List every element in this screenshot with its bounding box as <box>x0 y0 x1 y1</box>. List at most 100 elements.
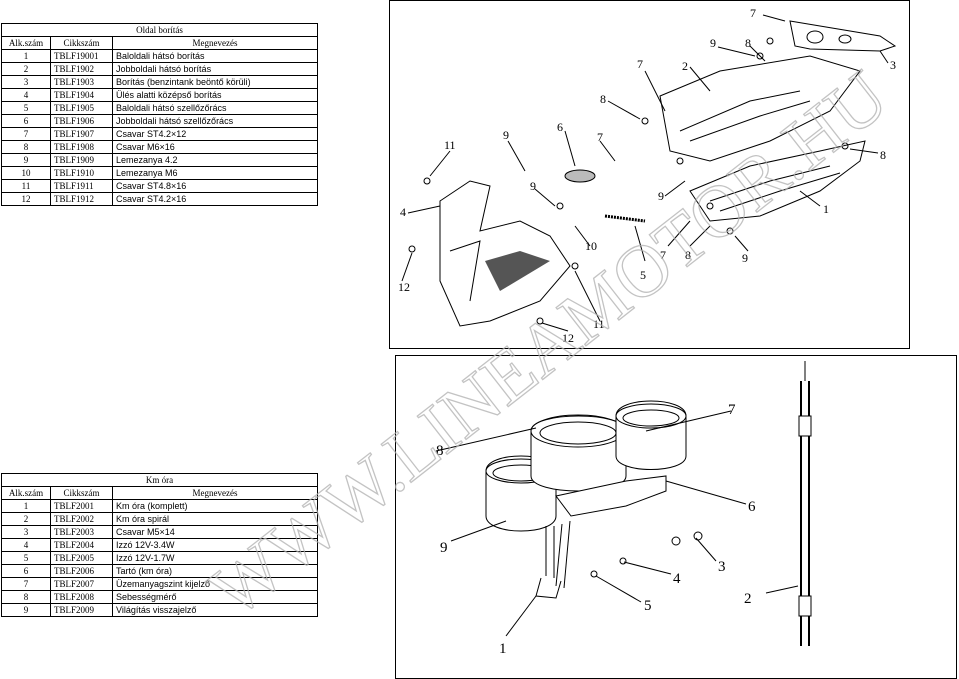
part-code: TBLF19001 <box>50 49 113 63</box>
callout-12: 12 <box>398 280 410 294</box>
part-code: TBLF2009 <box>50 603 113 617</box>
callout-9: 9 <box>710 36 716 50</box>
part-number: 6 <box>1 114 51 128</box>
part-number: 6 <box>1 564 51 578</box>
part-code: TBLF2004 <box>50 538 113 552</box>
table-title: Km óra <box>1 473 318 487</box>
part-number: 9 <box>1 603 51 617</box>
part-code: TBLF2001 <box>50 499 113 513</box>
part-name: Baloldali hátsó borítás <box>112 49 318 63</box>
part-code: TBLF1903 <box>50 75 113 89</box>
callout-3: 3 <box>890 58 896 72</box>
part-name: Csavar ST4.8×16 <box>112 179 318 193</box>
part-name: Üzemanyagszint kijelző <box>112 577 318 591</box>
col-header-num: Alk.szám <box>1 36 51 50</box>
part-name: Izzó 12V-3.4W <box>112 538 318 552</box>
part-number: 10 <box>1 166 51 180</box>
part-name: Lemezanya M6 <box>112 166 318 180</box>
part-name: Borítás (benzintank beöntő körüli) <box>112 75 318 89</box>
callout-2: 2 <box>744 591 752 607</box>
callout-8: 8 <box>745 36 751 50</box>
col-header-code: Cikkszám <box>50 36 113 50</box>
part-number: 3 <box>1 75 51 89</box>
part-name: Jobboldali hátsó szellőzőrács <box>112 114 318 128</box>
part-name: Izzó 12V-1.7W <box>112 551 318 565</box>
part-code: TBLF1908 <box>50 140 113 154</box>
callout-4: 4 <box>400 205 406 219</box>
callout-1: 1 <box>499 641 507 657</box>
callout-5: 5 <box>640 268 646 282</box>
part-number: 11 <box>1 179 51 193</box>
callout-7: 7 <box>637 57 643 71</box>
part-code: TBLF2003 <box>50 525 113 539</box>
part-number: 4 <box>1 538 51 552</box>
table-title: Oldal borítás <box>1 23 318 37</box>
part-number: 1 <box>1 49 51 63</box>
callout-5: 5 <box>644 598 652 614</box>
part-code: TBLF1905 <box>50 101 113 115</box>
part-name: Csavar ST4.2×12 <box>112 127 318 141</box>
part-code: TBLF1907 <box>50 127 113 141</box>
part-name: Lemezanya 4.2 <box>112 153 318 167</box>
callout-9: 9 <box>658 189 664 203</box>
part-name: Csavar M5×14 <box>112 525 318 539</box>
part-name: Világítás visszajelző <box>112 603 318 617</box>
callout-11: 11 <box>593 317 605 331</box>
part-name: Csavar M6×16 <box>112 140 318 154</box>
callout-6: 6 <box>748 499 756 515</box>
part-name: Baloldali hátsó szellőzőrács <box>112 101 318 115</box>
part-number: 7 <box>1 127 51 141</box>
part-number: 5 <box>1 101 51 115</box>
callout-8: 8 <box>685 248 691 262</box>
part-code: TBLF2006 <box>50 564 113 578</box>
part-name: Ülés alatti középső borítás <box>112 88 318 102</box>
part-code: TBLF1910 <box>50 166 113 180</box>
callout-8: 8 <box>600 92 606 106</box>
part-code: TBLF2008 <box>50 590 113 604</box>
callout-11: 11 <box>444 138 456 152</box>
part-code: TBLF1909 <box>50 153 113 167</box>
part-name: Km óra spirál <box>112 512 318 526</box>
part-name: Csavar ST4.2×16 <box>112 192 318 206</box>
callout-8: 8 <box>880 148 886 162</box>
callout-12: 12 <box>562 331 574 345</box>
callout-9: 9 <box>440 540 448 556</box>
callout-3: 3 <box>718 559 726 575</box>
part-number: 8 <box>1 590 51 604</box>
part-code: TBLF1911 <box>50 179 113 193</box>
callout-10: 10 <box>585 239 597 253</box>
speedometer-exploded-diagram: 7 8 6 9 3 4 2 5 1 <box>395 355 957 679</box>
callout-8: 8 <box>436 443 444 459</box>
callout-4: 4 <box>673 571 681 587</box>
part-name: Tartó (km óra) <box>112 564 318 578</box>
callout-9: 9 <box>742 251 748 265</box>
col-header-num: Alk.szám <box>1 486 51 500</box>
col-header-code: Cikkszám <box>50 486 113 500</box>
part-code: TBLF1902 <box>50 62 113 76</box>
callout-7: 7 <box>660 248 666 262</box>
callout-9: 9 <box>503 128 509 142</box>
part-number: 8 <box>1 140 51 154</box>
callout-9: 9 <box>530 179 536 193</box>
col-header-name: Megnevezés <box>112 486 318 500</box>
